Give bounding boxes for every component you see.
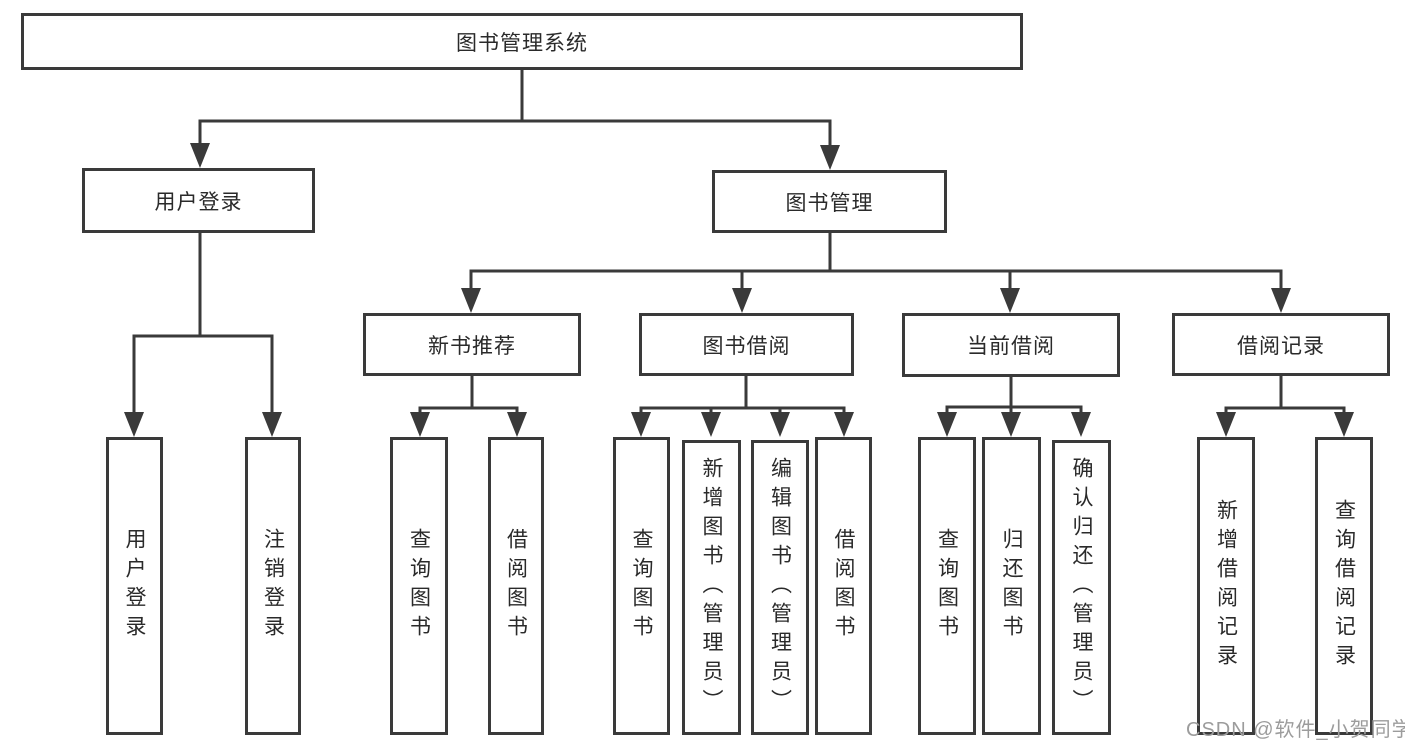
arrowhead — [1216, 412, 1236, 437]
leaf-logout-label: 注销登录 — [261, 528, 285, 644]
connector-user-login-children — [124, 233, 282, 437]
node-book-mgmt: 图书管理 — [712, 170, 947, 233]
leaf-records-add-record: 新增借阅记录 — [1197, 437, 1255, 735]
node-root-label: 图书管理系统 — [456, 31, 588, 55]
arrowhead — [834, 412, 854, 437]
arrowhead — [124, 412, 144, 437]
arrowhead — [1334, 412, 1354, 437]
node-new-book-rec: 新书推荐 — [363, 313, 581, 376]
node-new-book-rec-label: 新书推荐 — [428, 334, 516, 358]
connector-root-to-level1 — [190, 70, 840, 170]
arrowhead — [461, 288, 481, 313]
arrowhead — [820, 145, 840, 170]
leaf-borrow-borrow-books: 借阅图书 — [815, 437, 872, 735]
arrowhead — [1271, 288, 1291, 313]
arrowhead — [631, 412, 651, 437]
leaf-current-confirm-return: 确认归还（管理员） — [1052, 440, 1111, 735]
arrowhead — [770, 412, 790, 437]
leaf-records-query-record: 查询借阅记录 — [1315, 437, 1373, 735]
arrowhead — [190, 143, 210, 168]
node-borrow-records: 借阅记录 — [1172, 313, 1390, 376]
leaf-rec-borrow-books: 借阅图书 — [488, 437, 544, 735]
connector-book-mgmt-children — [461, 233, 1291, 313]
arrowhead — [1001, 412, 1021, 437]
node-borrow-records-label: 借阅记录 — [1237, 334, 1325, 358]
watermark: CSDN @软件_小贺同学 — [1186, 719, 1405, 741]
leaf-borrow-borrow-books-label: 借阅图书 — [832, 528, 856, 644]
node-book-borrow: 图书借阅 — [639, 313, 854, 376]
connector-new-book-rec-children — [410, 376, 527, 437]
node-current-borrow: 当前借阅 — [902, 313, 1120, 377]
node-book-borrow-label: 图书借阅 — [702, 334, 791, 358]
connector-borrow-records-children — [1216, 376, 1354, 437]
leaf-user-login: 用户登录 — [106, 437, 163, 735]
leaf-current-query-books: 查询图书 — [918, 437, 976, 735]
leaf-current-return-books-label: 归还图书 — [1000, 528, 1024, 644]
leaf-user-login-label: 用户登录 — [123, 528, 147, 644]
connector-book-borrow-children — [631, 376, 854, 437]
leaf-borrow-edit-books: 编辑图书（管理员） — [751, 440, 809, 735]
arrowhead — [1071, 412, 1091, 437]
leaf-current-return-books: 归还图书 — [982, 437, 1041, 735]
leaf-rec-query-books: 查询图书 — [390, 437, 448, 735]
leaf-current-query-books-label: 查询图书 — [935, 528, 959, 644]
arrowhead — [262, 412, 282, 437]
arrowhead — [732, 288, 752, 313]
arrowhead — [937, 412, 957, 437]
node-current-borrow-label: 当前借阅 — [967, 335, 1055, 358]
arrowhead — [507, 412, 527, 437]
leaf-records-query-record-label: 查询借阅记录 — [1332, 499, 1356, 673]
leaf-borrow-add-books-label: 新增图书（管理员） — [700, 457, 724, 718]
leaf-current-confirm-return-label: 确认归还（管理员） — [1070, 457, 1094, 718]
arrowhead — [410, 412, 430, 437]
leaf-borrow-edit-books-label: 编辑图书（管理员） — [768, 457, 792, 718]
leaf-rec-borrow-books-label: 借阅图书 — [504, 528, 528, 644]
arrowhead — [701, 412, 721, 437]
leaf-borrow-query-books-label: 查询图书 — [630, 528, 654, 644]
node-user-login-label: 用户登录 — [154, 190, 243, 214]
leaf-logout: 注销登录 — [245, 437, 301, 735]
node-root: 图书管理系统 — [21, 13, 1023, 70]
leaf-rec-query-books-label: 查询图书 — [407, 528, 431, 644]
node-user-login: 用户登录 — [82, 168, 315, 233]
arrowhead — [1000, 288, 1020, 313]
leaf-borrow-add-books: 新增图书（管理员） — [682, 440, 741, 735]
leaf-borrow-query-books: 查询图书 — [613, 437, 670, 735]
node-book-mgmt-label: 图书管理 — [785, 191, 874, 215]
leaf-records-add-record-label: 新增借阅记录 — [1214, 499, 1238, 673]
connector-current-borrow-children — [937, 377, 1091, 437]
